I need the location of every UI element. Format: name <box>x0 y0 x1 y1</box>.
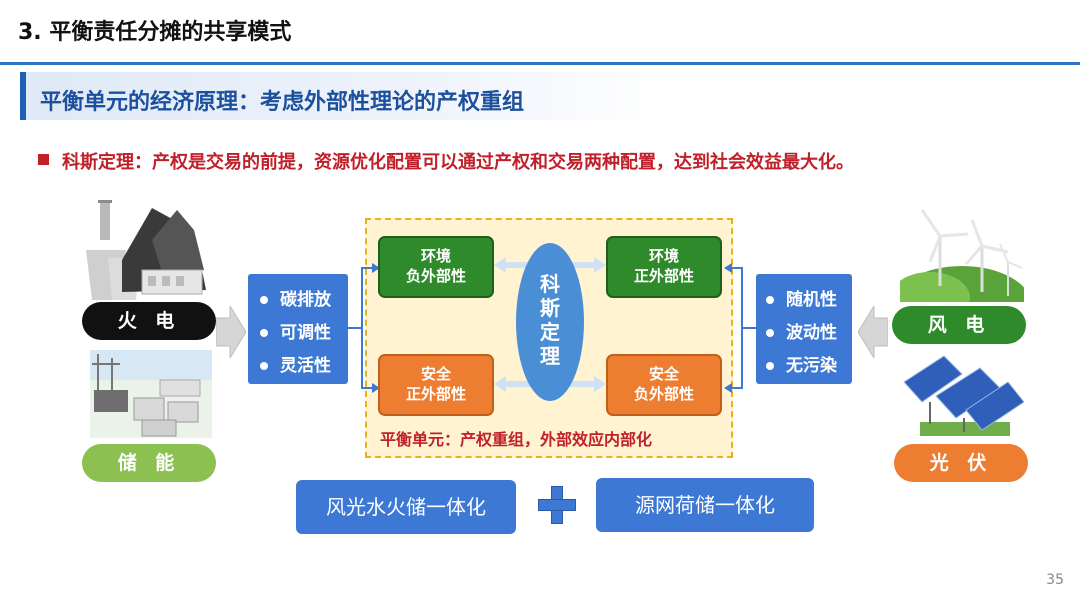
bullet-dot-icon <box>766 329 774 337</box>
section-subtitle: 平衡单元的经济原理：考虑外部性理论的产权重组 <box>40 90 525 115</box>
right-input-arrow-icon <box>858 306 888 358</box>
security-negative-externality-box: 安全 负外部性 <box>606 354 722 416</box>
page-title: 3. 平衡责任分摊的共享模式 <box>18 20 292 45</box>
coase-char: 理 <box>540 344 560 368</box>
box-line: 正外部性 <box>405 385 466 403</box>
trait-flexibility: 灵活性 <box>280 356 331 376</box>
box-line: 安全 <box>648 365 679 383</box>
bullet-dot-icon <box>260 362 268 370</box>
plus-icon <box>536 484 576 524</box>
box-line: 负外部性 <box>633 385 694 403</box>
wind-turbine-icon <box>900 209 1024 302</box>
wind-power-label: 风 电 <box>892 306 1026 344</box>
page-number: 35 <box>1046 572 1064 588</box>
right-connector-arrows <box>724 263 756 393</box>
trait-item: 碳排放 <box>260 284 348 317</box>
box-line: 负外部性 <box>405 267 466 285</box>
bullet-dot-icon <box>260 296 268 304</box>
energy-storage-label: 储 能 <box>82 444 216 482</box>
left-input-arrow-icon <box>216 306 246 358</box>
trait-carbon-emission: 碳排放 <box>280 290 331 310</box>
source-grid-load-storage-button: 源网荷储一体化 <box>596 478 814 532</box>
env-negative-externality-box: 环境 负外部性 <box>378 236 494 298</box>
bullet-dot-icon <box>766 362 774 370</box>
bullet-dot-icon <box>260 329 268 337</box>
box-line: 正外部性 <box>633 267 694 285</box>
left-connector-arrows <box>348 263 380 393</box>
box-line: 环境 <box>420 247 451 265</box>
trait-randomness: 随机性 <box>786 290 837 310</box>
subtitle-banner <box>20 72 666 120</box>
coase-char: 定 <box>540 320 560 344</box>
bullet-square-icon <box>38 154 49 165</box>
thermal-plant-icon <box>86 200 206 300</box>
trait-item: 波动性 <box>766 317 852 350</box>
thermal-traits-box: 碳排放 可调性 灵活性 <box>248 274 348 384</box>
solar-power-label: 光 伏 <box>894 444 1028 482</box>
coase-theorem-ellipse <box>516 243 584 401</box>
env-positive-externality-box: 环境 正外部性 <box>606 236 722 298</box>
balance-unit-caption: 平衡单元：产权重组，外部效应内部化 <box>380 430 653 449</box>
energy-storage-icon <box>90 350 212 438</box>
trait-pollution-free: 无污染 <box>786 356 837 376</box>
trait-item: 灵活性 <box>260 350 348 383</box>
trait-adjustability: 可调性 <box>280 323 331 343</box>
title-divider <box>0 62 1080 65</box>
solar-panel-icon <box>903 355 1024 436</box>
box-line: 安全 <box>420 365 451 383</box>
trait-item: 可调性 <box>260 317 348 350</box>
bullet-dot-icon <box>766 296 774 304</box>
trait-item: 随机性 <box>766 284 852 317</box>
box-line: 环境 <box>648 247 679 265</box>
security-positive-externality-box: 安全 正外部性 <box>378 354 494 416</box>
trait-volatility: 波动性 <box>786 323 837 343</box>
trait-item: 无污染 <box>766 350 852 383</box>
thermal-power-label: 火 电 <box>82 302 216 340</box>
wind-solar-hydro-thermal-storage-button: 风光水火储一体化 <box>296 480 516 534</box>
renewable-traits-box: 随机性 波动性 无污染 <box>756 274 852 384</box>
coase-theorem-statement: 科斯定理：产权是交易的前提，资源优化配置可以通过产权和交易两种配置，达到社会效益… <box>62 152 854 173</box>
coase-theorem-label: 科 斯 定 理 <box>530 272 570 368</box>
coase-char: 斯 <box>540 296 560 320</box>
coase-char: 科 <box>540 272 560 296</box>
plus-horizontal-bar <box>538 499 576 511</box>
